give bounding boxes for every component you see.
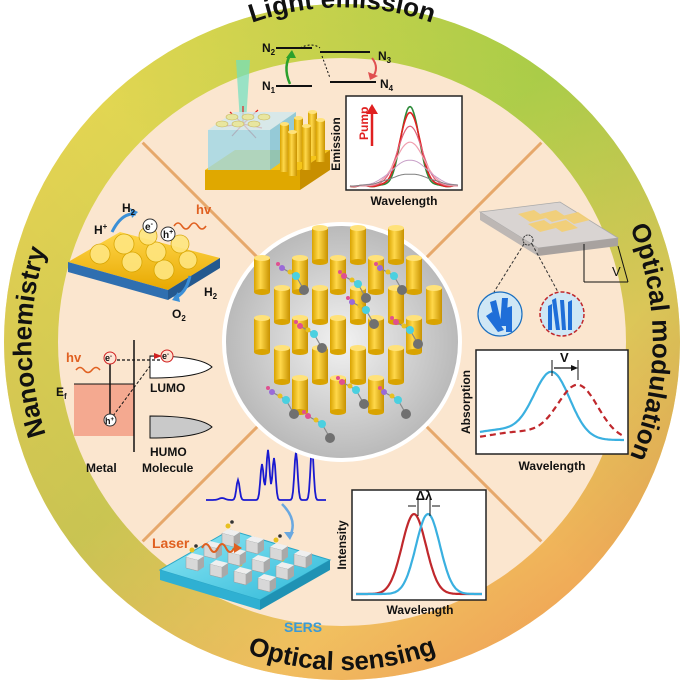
emission-chart: Pump Emission Wavelength bbox=[329, 95, 463, 208]
electron-left-label: e- bbox=[105, 353, 112, 363]
level-n4: N4 bbox=[380, 77, 394, 93]
photon-wave-icon bbox=[173, 222, 207, 230]
voltage-top-label: V bbox=[612, 264, 621, 279]
absorption-xlabel: Wavelength bbox=[519, 459, 586, 473]
metal-band bbox=[74, 384, 134, 436]
shift-arrow-icon bbox=[571, 365, 578, 371]
energy-level-diagram: N2 N3 N1 N4 bbox=[262, 41, 394, 95]
modulation-device: V bbox=[477, 201, 629, 337]
pump-label: Pump bbox=[357, 107, 371, 140]
electron-right-label: e- bbox=[162, 351, 169, 361]
h2-bottom-label: H2 bbox=[204, 285, 218, 301]
optical-sensing-panel: Laser SERS Δλ Intensity Wavelength bbox=[152, 447, 487, 635]
nanochemistry-panel: H+ H2 hv e- h+ H2 O2 hv e- e- LUMO Ef bbox=[56, 201, 220, 475]
pump-up-arrow-icon bbox=[366, 104, 378, 114]
level-n2: N2 bbox=[262, 41, 276, 57]
transfer-arrow-icon bbox=[154, 353, 162, 359]
laser-beam-icon bbox=[236, 60, 250, 122]
h2-arrow-icon bbox=[130, 208, 138, 218]
intensity-ylabel: Intensity bbox=[335, 520, 349, 570]
scatter-arrow-icon bbox=[284, 532, 294, 540]
level-n3: N3 bbox=[378, 49, 392, 65]
band-diagram: hv e- e- LUMO Ef h+ HUMO Metal Molecule bbox=[56, 340, 213, 475]
electron-label: e- bbox=[145, 221, 154, 233]
nanopillar-laser-block bbox=[205, 60, 330, 190]
absorption-chart: V Absorption Wavelength bbox=[459, 349, 629, 473]
laser-arrow-icon bbox=[234, 543, 242, 553]
photon-wave-2-icon bbox=[75, 366, 101, 374]
light-emission-panel: N2 N3 N1 N4 bbox=[205, 41, 463, 208]
emission-ylabel: Emission bbox=[329, 117, 343, 170]
plasmonic-slab bbox=[68, 218, 220, 300]
optical-modulation-panel: V V Absorption Wavelength bbox=[459, 201, 629, 473]
intensity-curves bbox=[356, 512, 482, 596]
o2-arrow-icon bbox=[172, 292, 180, 302]
intensity-curve-after bbox=[356, 512, 482, 596]
center-molecules bbox=[266, 262, 423, 443]
emission-curves bbox=[349, 105, 459, 188]
center-pillars bbox=[254, 225, 442, 415]
ef-label: Ef bbox=[56, 385, 67, 401]
intensity-xlabel: Wavelength bbox=[387, 603, 454, 617]
level-n1: N1 bbox=[262, 79, 276, 95]
humo-label: HUMO bbox=[150, 445, 187, 459]
decay-arrow-icon bbox=[368, 72, 378, 80]
lumo-label: LUMO bbox=[150, 381, 185, 395]
hv-bottom-label: hv bbox=[66, 350, 82, 365]
intensity-chart: Δλ Intensity Wavelength bbox=[335, 488, 487, 617]
sers-spectrum bbox=[206, 447, 326, 540]
o2-label: O2 bbox=[172, 307, 186, 323]
emission-curve-3 bbox=[350, 141, 459, 187]
metal-label: Metal bbox=[86, 461, 117, 475]
sers-spectrum-line bbox=[206, 447, 326, 501]
hole-label: h+ bbox=[163, 229, 173, 241]
hole-bottom-label: h+ bbox=[105, 416, 115, 426]
intensity-chart-frame bbox=[351, 489, 487, 601]
delta-lambda-label: Δλ bbox=[416, 488, 433, 503]
absorption-ylabel: Absorption bbox=[459, 370, 473, 434]
laser-wave-icon bbox=[201, 543, 235, 553]
molecule-label: Molecule bbox=[142, 461, 194, 475]
hv-top-label: hv bbox=[196, 202, 212, 217]
pump-arrow-icon bbox=[286, 50, 296, 58]
h2-top-label: H2 bbox=[122, 201, 136, 217]
emission-xlabel: Wavelength bbox=[371, 194, 438, 208]
absorption-curve-after bbox=[479, 383, 625, 438]
emission-curve-5 bbox=[349, 173, 459, 187]
sers-nanocubes bbox=[185, 520, 312, 593]
sers-label: SERS bbox=[284, 619, 322, 635]
center-nanopillar-array bbox=[222, 222, 462, 462]
laser-label: Laser bbox=[152, 535, 190, 551]
h-plus-label: H+ bbox=[94, 222, 108, 237]
voltage-chart-label: V bbox=[560, 350, 569, 365]
